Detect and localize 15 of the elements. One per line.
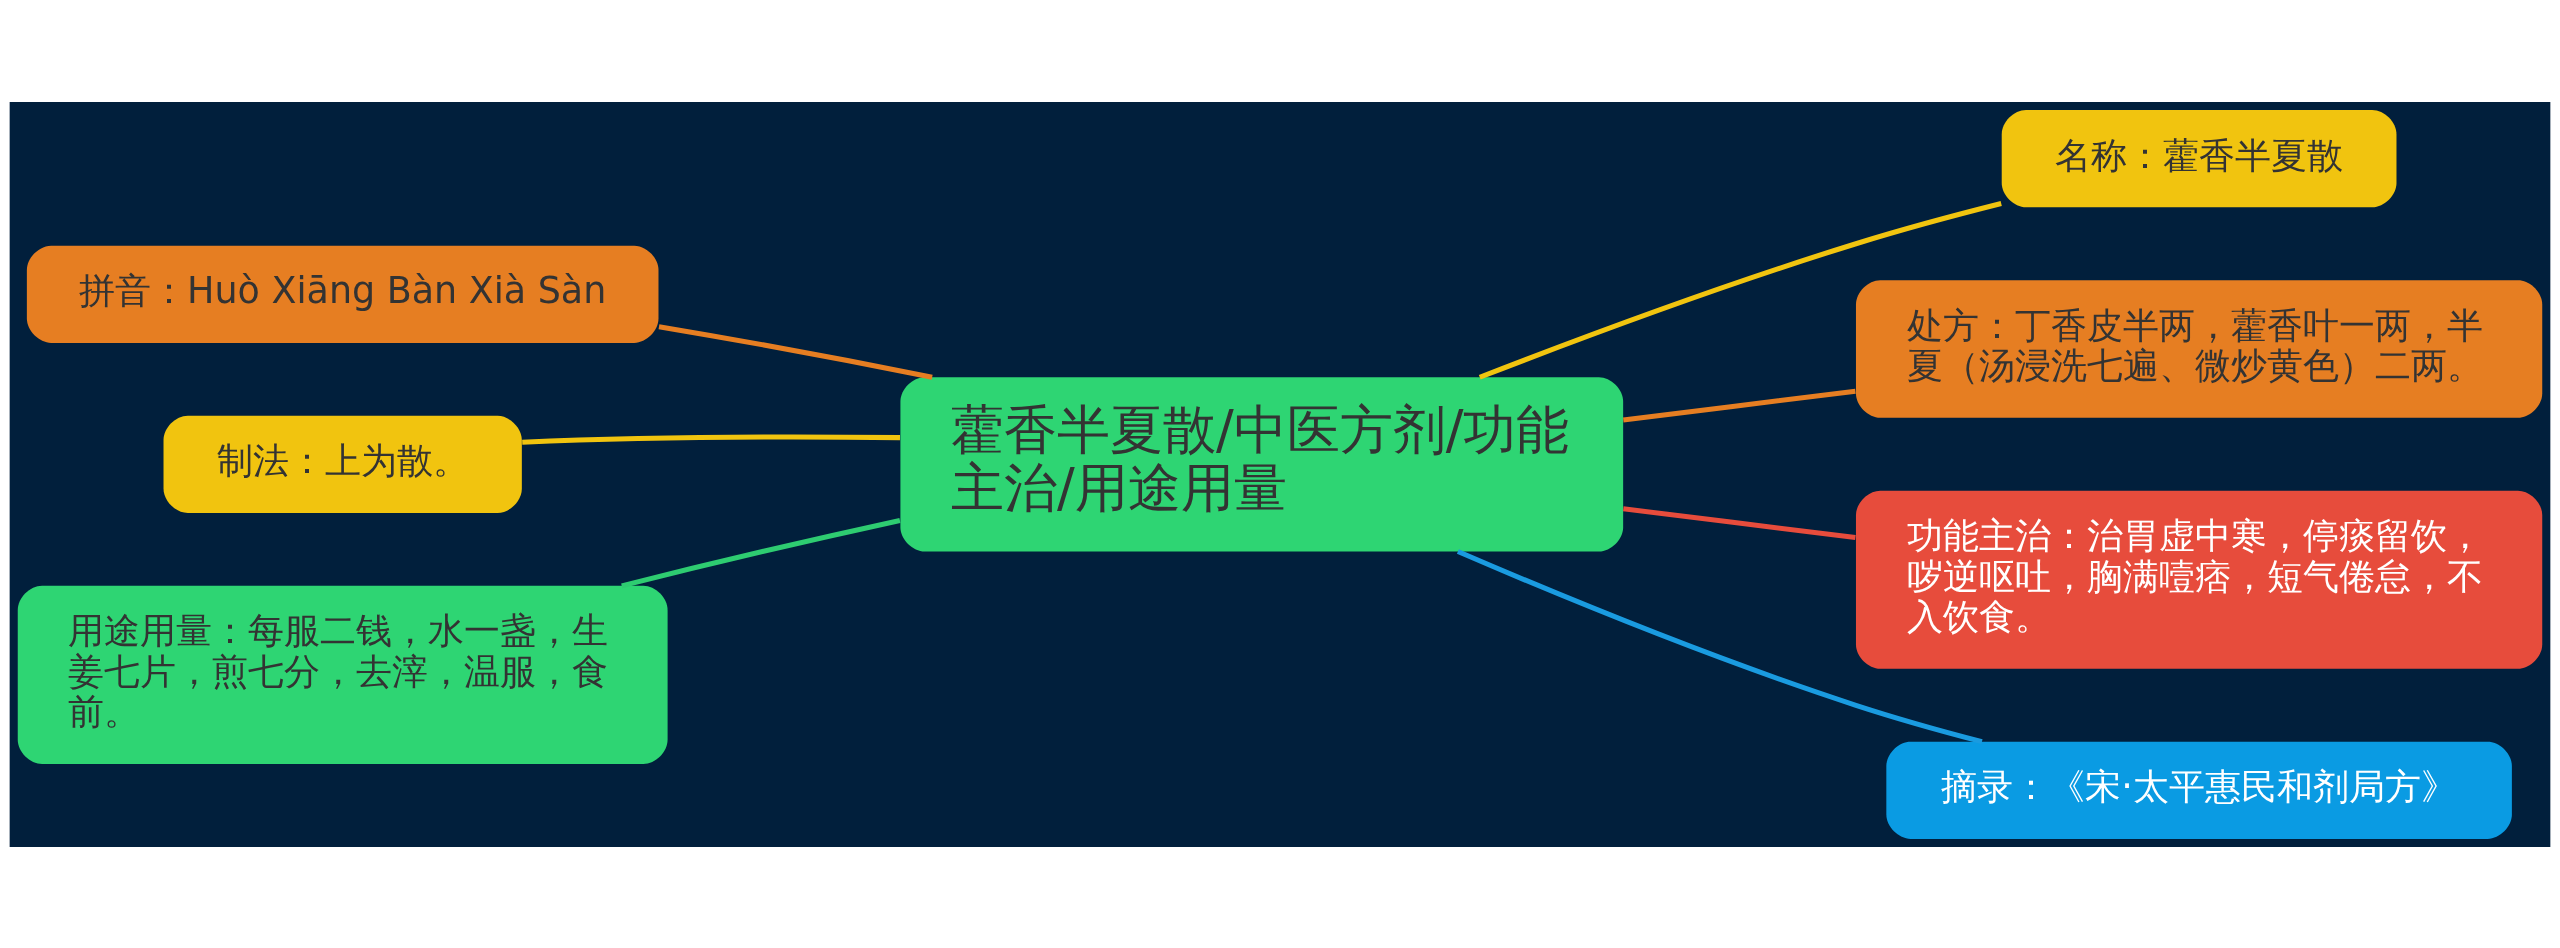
connector: [658, 323, 933, 380]
connector: [1623, 388, 1856, 422]
node-box: 名称：藿香半夏散: [2001, 109, 2397, 207]
node-box: 功能主治：治胃虚中寒，停痰留饮，哕逆呕吐，胸满噎痞，短气倦怠，不入饮食。: [1855, 490, 2543, 669]
connector: [1478, 200, 2002, 380]
node-box: 拼音：Huò Xiāng Bàn Xià Sàn: [26, 245, 659, 343]
connector: [1623, 505, 1856, 540]
node-box: 制法：上为散。: [163, 415, 522, 513]
node-box: 摘录：《宋·太平惠民和剂局方》: [1886, 741, 2512, 839]
connector: [522, 434, 900, 445]
connector: [621, 517, 901, 588]
node-box: 用途用量：每服二钱，水一盏，生姜七片，煎七分，去滓，温服，食前。: [17, 585, 668, 764]
node-box: 藿香半夏散/中医方剂/功能主治/用途用量: [900, 376, 1624, 551]
node-box: 处方：丁香皮半两，藿香叶一两，半夏（汤浸洗七遍、微炒黄色）二两。: [1855, 279, 2543, 418]
connector: [1456, 548, 1983, 744]
